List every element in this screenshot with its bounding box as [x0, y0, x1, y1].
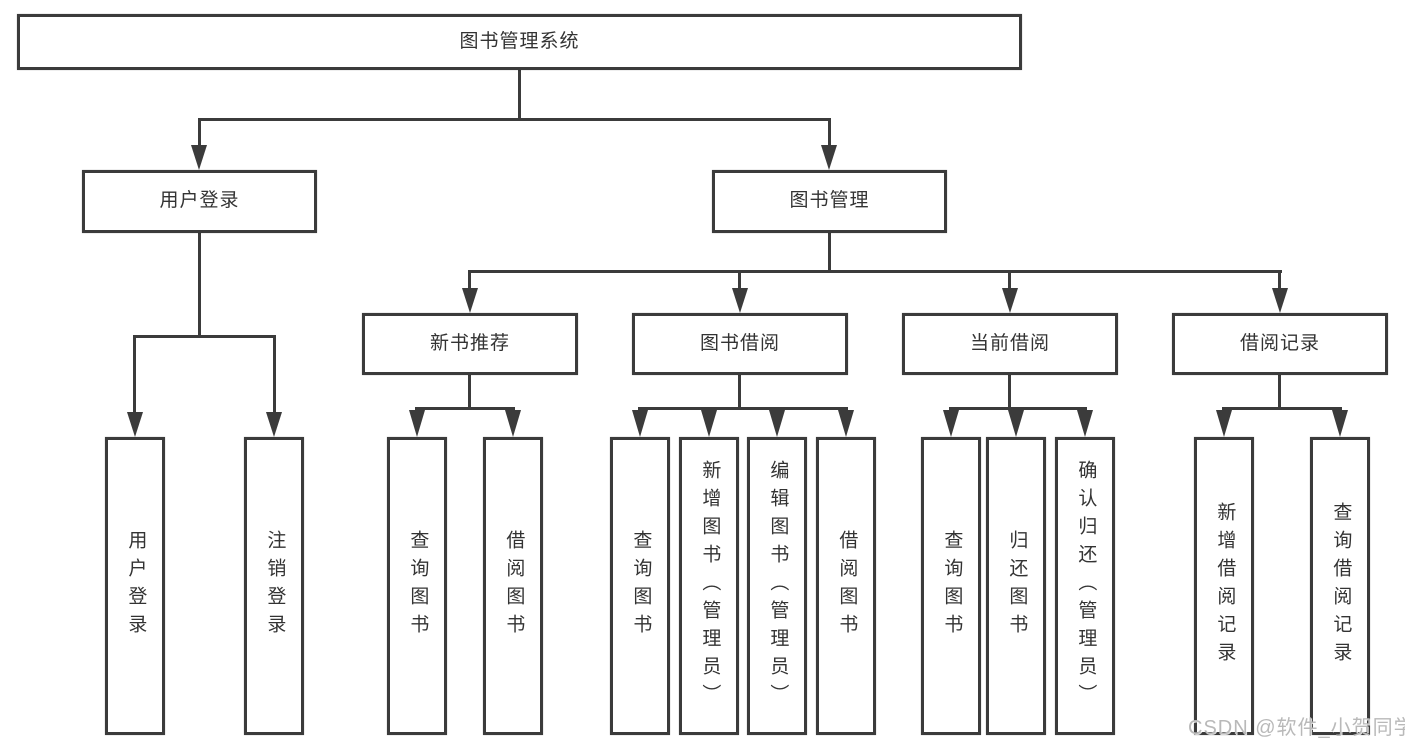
node-new-book-recommendation: 新书推荐 [362, 313, 578, 375]
connector-drop-level3 [738, 270, 741, 292]
arrow-down-icon [266, 412, 282, 437]
connector-user-login-rail [133, 335, 276, 338]
connector-drop-level3 [1278, 270, 1281, 292]
leaf-label: 新增借阅记录 [1214, 502, 1236, 670]
leaf-label: 新增图书（管理员） [699, 460, 721, 712]
leaf-return-books: 归还图书 [986, 437, 1046, 735]
connector-records-stem [1278, 375, 1281, 410]
node-label: 当前借阅 [969, 332, 1050, 354]
arrow-down-icon [769, 410, 785, 437]
node-user-login-module: 用户登录 [82, 170, 317, 233]
node-label: 新书推荐 [429, 332, 510, 354]
leaf-logout: 注销登录 [244, 437, 304, 735]
node-borrowing-records: 借阅记录 [1172, 313, 1388, 375]
leaf-add-borrow-record: 新增借阅记录 [1194, 437, 1254, 735]
leaf-user-login: 用户登录 [105, 437, 165, 735]
arrow-down-icon [1216, 410, 1232, 437]
connector-drop-user-login [198, 118, 201, 148]
connector-root-stem [518, 70, 521, 121]
leaf-label: 查询图书 [630, 530, 652, 642]
arrow-down-icon [838, 410, 854, 437]
leaf-label: 用户登录 [125, 530, 147, 642]
leaf-label: 确认归还（管理员） [1075, 460, 1097, 712]
leaf-label: 借阅图书 [836, 530, 858, 642]
node-book-borrowing: 图书借阅 [632, 313, 848, 375]
connector-drop-leaf [133, 335, 136, 413]
arrow-down-icon [127, 412, 143, 437]
arrow-down-icon [191, 145, 207, 170]
connector-level3-rail [468, 270, 1282, 273]
node-label: 借阅记录 [1239, 332, 1320, 354]
leaf-query-books-recommend: 查询图书 [387, 437, 447, 735]
connector-drop-level3 [1008, 270, 1011, 292]
csdn-watermark: CSDN @软件_小贺同学 [1188, 717, 1405, 739]
leaf-add-books-admin: 新增图书（管理员） [679, 437, 739, 735]
arrow-down-icon [732, 288, 748, 313]
leaf-edit-books-admin: 编辑图书（管理员） [747, 437, 807, 735]
arrow-down-icon [1077, 410, 1093, 437]
connector-borrowing-rail [638, 407, 848, 410]
arrow-down-icon [632, 410, 648, 437]
leaf-label: 查询图书 [941, 530, 963, 642]
node-label: 图书管理 [789, 190, 870, 212]
connector-current-rail [949, 407, 1087, 410]
connector-recommend-stem [468, 375, 471, 410]
connector-drop-level3 [468, 270, 471, 292]
leaf-label: 查询借阅记录 [1330, 502, 1352, 670]
node-label: 图书借阅 [699, 332, 780, 354]
connector-recommend-rail [415, 407, 515, 410]
leaf-label: 注销登录 [264, 530, 286, 642]
node-library-management-system: 图书管理系统 [17, 14, 1022, 70]
node-current-borrowing: 当前借阅 [902, 313, 1118, 375]
arrow-down-icon [462, 288, 478, 313]
leaf-borrow-books-recommend: 借阅图书 [483, 437, 543, 735]
connector-drop-book-management [828, 118, 831, 148]
connector-book-management-stem [828, 233, 831, 273]
connector-root-rail [198, 118, 831, 121]
arrow-down-icon [409, 410, 425, 437]
node-label: 用户登录 [159, 190, 240, 212]
leaf-label: 查询图书 [407, 530, 429, 642]
arrow-down-icon [701, 410, 717, 437]
leaf-confirm-return-admin: 确认归还（管理员） [1055, 437, 1115, 735]
connector-drop-leaf [273, 335, 276, 413]
arrow-down-icon [505, 410, 521, 437]
node-label: 图书管理系统 [459, 30, 580, 52]
arrow-down-icon [1272, 288, 1288, 313]
connector-borrowing-stem [738, 375, 741, 410]
leaf-query-books-current: 查询图书 [921, 437, 981, 735]
leaf-query-books-borrowing: 查询图书 [610, 437, 670, 735]
arrow-down-icon [1332, 410, 1348, 437]
arrow-down-icon [1002, 288, 1018, 313]
leaf-label: 编辑图书（管理员） [767, 460, 789, 712]
arrow-down-icon [1008, 410, 1024, 437]
connector-current-stem [1008, 375, 1011, 410]
arrow-down-icon [943, 410, 959, 437]
node-book-management-module: 图书管理 [712, 170, 947, 233]
arrow-down-icon [821, 145, 837, 170]
connector-user-login-stem [198, 233, 201, 335]
leaf-borrow-books: 借阅图书 [816, 437, 876, 735]
leaf-label: 归还图书 [1006, 530, 1028, 642]
connector-records-rail [1222, 407, 1342, 410]
leaf-label: 借阅图书 [503, 530, 525, 642]
leaf-query-borrow-record: 查询借阅记录 [1310, 437, 1370, 735]
